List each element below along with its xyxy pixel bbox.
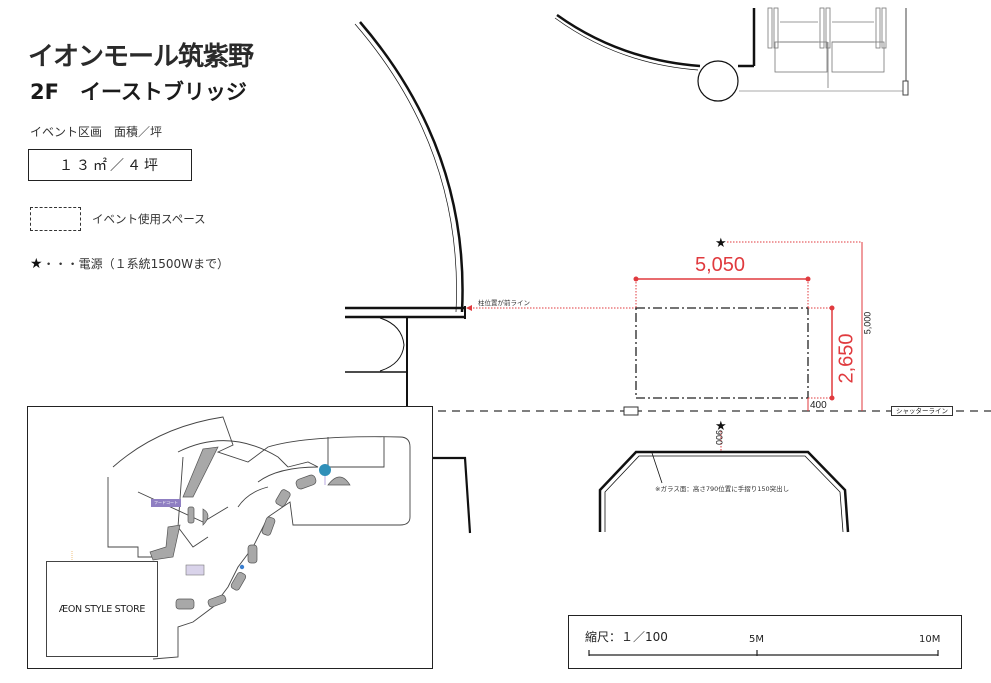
area-value-box: １３㎡／４坪 xyxy=(28,149,192,181)
power-star-upper: ★ xyxy=(715,236,727,251)
dimension-width: 5,050 xyxy=(695,254,746,276)
curved-wall xyxy=(359,21,464,313)
scale-mark-5m: 5M xyxy=(749,634,764,645)
dimension-shutter-gap: 400 xyxy=(810,400,827,411)
shutter-line-label: シャッターライン xyxy=(891,406,953,416)
dimension-depth: 2,650 xyxy=(835,333,858,384)
minimap-store-label: ÆON STYLE STORE xyxy=(46,561,158,657)
legend-event-space-label: イベント使用スペース xyxy=(92,212,206,226)
scale-legend: 縮尺：１／100 5M 10M xyxy=(568,615,962,669)
minimap-drawing xyxy=(71,416,411,660)
legend-power-label: ・・・電源（１系統1500Wまで） xyxy=(42,257,229,271)
dimension-power-offset: 5,000 xyxy=(862,311,873,335)
pillar-line-label: 柱位置が前ライン xyxy=(478,299,530,307)
column-circle xyxy=(697,60,739,102)
event-space-rect xyxy=(635,307,809,399)
minimap-food-court-tag: フードコート xyxy=(151,499,181,507)
location-marker-icon xyxy=(319,464,331,476)
power-star-lower: ★ xyxy=(715,419,727,434)
dimension-lower-power: 900 xyxy=(714,430,724,446)
scale-bar xyxy=(588,650,939,656)
scale-mark-10m: 10M xyxy=(919,634,941,645)
scale-label: 縮尺：１／100 xyxy=(585,630,668,644)
glass-railing xyxy=(598,450,850,533)
page-subtitle: 2F イーストブリッジ xyxy=(30,80,247,104)
legend-event-space-icon xyxy=(30,207,81,231)
area-label: イベント区画 面積／坪 xyxy=(30,125,163,139)
page-title: イオンモール筑紫野 xyxy=(28,42,254,72)
small-marker-icon xyxy=(239,564,245,570)
star-icon: ★ xyxy=(30,256,43,272)
store-name: ÆON STYLE STORE xyxy=(58,603,146,615)
area-value: １３㎡／４坪 xyxy=(59,158,161,174)
glass-note: ※ガラス面：高さ790位置に手摺り150突出し xyxy=(655,485,790,493)
location-minimap: ÆON STYLE STORE フードコート xyxy=(27,406,433,669)
legend-power: ★・・・電源（１系統1500Wまで） xyxy=(30,255,229,272)
